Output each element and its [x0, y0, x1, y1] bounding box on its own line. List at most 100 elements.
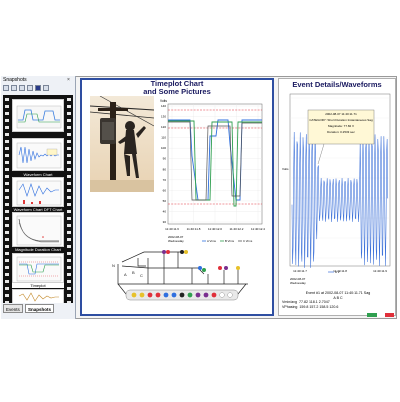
film-perforation [67, 266, 71, 269]
thumb-snapshot-6[interactable] [12, 289, 64, 303]
film-perforation [5, 112, 9, 115]
snapshots-panel-title: Snapshots [3, 77, 27, 83]
film-perforation [67, 105, 71, 108]
film-perforation [67, 224, 71, 227]
film-perforation [5, 210, 9, 213]
waveform-xtick-label: 11:40:11.8 [333, 269, 347, 273]
film-perforation [5, 259, 9, 262]
film-perforation [5, 231, 9, 234]
film-perforation [5, 196, 9, 199]
film-perforation [5, 224, 9, 227]
film-perforation [5, 161, 9, 164]
timeplot-xtick-label: 11:40:11.6 [165, 227, 179, 231]
close-icon[interactable]: × [67, 77, 70, 83]
timeplot-xtick-label: 11:40:12.4 [251, 227, 265, 231]
film-perforation [67, 189, 71, 192]
film-perforation [67, 133, 71, 136]
timeplot-ylabel: Volts [160, 99, 167, 103]
callout-line4: Duration: 0.2533 sec [327, 130, 355, 134]
film-perforation [67, 140, 71, 143]
svg-text:N: N [112, 263, 115, 268]
timeplot-ytick-label: 30 [163, 220, 167, 224]
callout-line2: CATEGORY: Short Duration Instantaneous S… [309, 118, 373, 122]
film-perforation [67, 294, 71, 297]
film-perforation [67, 287, 71, 290]
timeplot-ytick-label: 90 [163, 157, 167, 161]
thumb-snapshot-5[interactable] [12, 253, 64, 283]
film-perforation [67, 182, 71, 185]
film-perforation [5, 168, 9, 171]
film-perforation [5, 126, 9, 129]
film-perforation [5, 175, 9, 178]
timeplot-ytick-label: 50 [163, 199, 167, 203]
event-summary-title: Event #1 at 2002-08-07 11:40:11.71 Sag [305, 291, 371, 295]
thumb-snapshot-4[interactable] [12, 212, 64, 247]
film-perforation [67, 259, 71, 262]
film-perforation [67, 119, 71, 122]
timeplot-ytick-label: 130 [161, 115, 166, 119]
thumb-snapshot-3[interactable] [12, 177, 64, 207]
film-perforation [5, 119, 9, 122]
film-perforation [5, 133, 9, 136]
film-perforation [67, 273, 71, 276]
timeplot-ytick-label: 110 [161, 136, 166, 140]
timeplot-legend: A Vrms B Vrms C Vrms [202, 239, 253, 243]
timeplot-ytick-label: 140 [161, 104, 166, 108]
film-perforation [67, 280, 71, 283]
legend-a-vrms: A Vrms [207, 239, 217, 243]
save-icon[interactable] [27, 85, 33, 91]
film-perforation [67, 231, 71, 234]
film-perforation [67, 154, 71, 157]
legend-c-vrms: C Vrms [243, 239, 253, 243]
film-perforation [67, 245, 71, 248]
settings-icon[interactable] [43, 85, 49, 91]
event-details-title: Event Details/Waveforms [292, 80, 382, 89]
thumb-snapshot-2[interactable] [12, 138, 64, 171]
film-perforation [67, 238, 71, 241]
waveform-legend: A V [335, 270, 340, 274]
film-perforation [5, 189, 9, 192]
film-perforation [5, 280, 9, 283]
snapshots-toolbar [3, 85, 73, 93]
event-summary-row-2: VPhasing 159.8 157.2 158.5 120.6 [282, 305, 394, 310]
filmstrip[interactable]: Waveform Chart Waveform Chart DFT Chart … [3, 95, 73, 303]
waveform-chart[interactable]: Volts 2002-08-07 11:40:11.71 CATEGORY: S… [280, 90, 394, 290]
print-icon[interactable] [3, 85, 9, 91]
svg-text:C: C [140, 273, 143, 278]
svg-text:B: B [132, 270, 135, 275]
row2-values: 159.8 157.2 158.5 120.6 [299, 304, 339, 309]
film-perforation [67, 126, 71, 129]
film-perforation [67, 203, 71, 206]
film-perforation [5, 154, 9, 157]
image-icon[interactable] [35, 85, 41, 91]
delete-icon[interactable] [19, 85, 25, 91]
film-perforation [5, 140, 9, 143]
film-perforation [67, 161, 71, 164]
film-perforation [67, 98, 71, 101]
event-summary-row-1: Vmin/avg 77.82 118.1 2.7047 [282, 300, 394, 305]
film-perforation [5, 252, 9, 255]
timeplot-xtick-label: 11:40:11.8 [187, 227, 201, 231]
timeplot-ytick-label: 60 [163, 188, 167, 192]
film-perforation [67, 217, 71, 220]
thumb-snapshot-1[interactable] [12, 99, 64, 132]
timeplot-ytick-label: 100 [161, 146, 166, 150]
vendor-logo [367, 313, 394, 317]
tab-snapshots[interactable]: Snapshots [25, 304, 55, 313]
film-perforation [5, 245, 9, 248]
row1-values: 77.82 118.1 2.7047 [298, 300, 330, 304]
copy-icon[interactable] [11, 85, 17, 91]
event-summary: Event #1 at 2002-08-07 11:40:11.71 Sag A… [282, 291, 394, 309]
film-perforation [5, 182, 9, 185]
event-summary-header: A B C [333, 295, 343, 300]
film-perforation [5, 203, 9, 206]
film-perforation [5, 301, 9, 303]
film-perforation [5, 98, 9, 101]
tab-events[interactable]: Events [3, 304, 23, 313]
film-perforation [5, 287, 9, 290]
waveform-xtick-label: 11:40:11.9 [373, 269, 387, 273]
svg-text:A: A [124, 272, 127, 277]
timeplot-ytick-label: 80 [163, 167, 167, 171]
